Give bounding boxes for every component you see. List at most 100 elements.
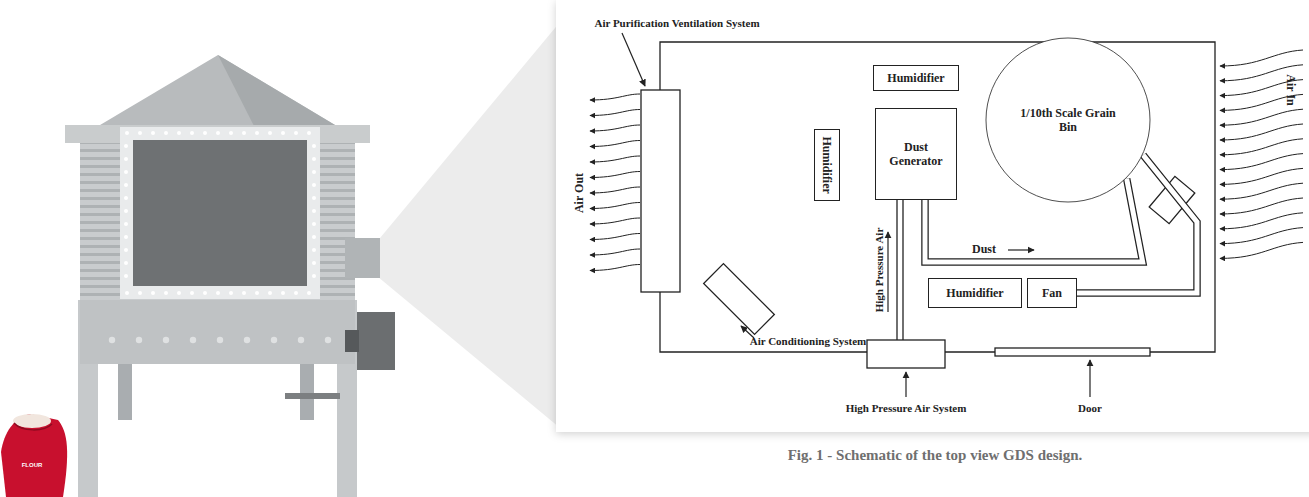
window-frame	[120, 127, 320, 299]
bag-fold	[14, 423, 52, 430]
dot	[124, 209, 128, 213]
dot	[312, 183, 316, 187]
side-box	[345, 238, 380, 278]
dot	[109, 337, 115, 343]
dust-generator-box: Dust Generator	[875, 108, 957, 200]
air-arrow	[1220, 50, 1303, 66]
dot	[312, 196, 316, 200]
dot	[255, 131, 259, 135]
circle	[986, 38, 1150, 202]
motor	[357, 312, 395, 370]
dot	[312, 261, 316, 265]
humidifier-box: Humidifier	[814, 129, 840, 201]
roof	[95, 55, 340, 128]
leader-arrow	[905, 372, 906, 397]
fan-box: Fan	[1027, 278, 1077, 308]
node-text: Humidifier	[820, 136, 834, 193]
base-dots	[109, 337, 331, 343]
dot	[255, 291, 259, 295]
dot	[190, 337, 196, 343]
dot	[229, 131, 233, 135]
dot	[190, 291, 194, 295]
dot	[312, 248, 316, 252]
pipe	[896, 200, 897, 340]
dot	[138, 291, 142, 295]
air-arrow	[590, 141, 640, 147]
dot	[229, 291, 233, 295]
node-text: Fan	[1042, 286, 1062, 300]
air-arrow	[590, 187, 640, 193]
leg	[300, 362, 314, 420]
dot	[124, 170, 128, 174]
air-arrow	[1220, 213, 1303, 229]
dot	[244, 337, 250, 343]
flow-label: Air Out	[572, 173, 586, 213]
dot	[125, 131, 129, 135]
leg	[118, 362, 132, 420]
air-arrow	[1220, 242, 1303, 258]
dot	[164, 291, 168, 295]
dot	[242, 131, 246, 135]
callout-label: Air Conditioning System	[750, 335, 867, 348]
air-arrow	[590, 94, 640, 100]
dot	[203, 291, 207, 295]
dot	[298, 337, 304, 343]
air-arrow	[590, 203, 640, 209]
flow-arrow	[1008, 249, 1034, 250]
panel	[556, 0, 1309, 432]
grain-bin-illustration	[65, 55, 395, 497]
grain-bin-circle: 1/10th Scale Grain Bin	[985, 37, 1151, 203]
dot	[294, 291, 298, 295]
dot	[124, 196, 128, 200]
humidifier-box: Humidifier	[928, 278, 1022, 308]
air-in-arrows	[1220, 50, 1303, 258]
roof-shade	[218, 55, 340, 128]
leader-arrow	[622, 33, 645, 86]
flow-label: High Pressure Air	[873, 228, 886, 313]
figure-caption: Fig. 1 - Schematic of the top view GDS d…	[788, 446, 1083, 464]
base-band	[80, 300, 355, 364]
dot	[312, 222, 316, 226]
dot	[281, 131, 285, 135]
dot	[190, 131, 194, 135]
dot	[124, 274, 128, 278]
air-conditioning-box	[704, 264, 775, 335]
dot	[268, 131, 272, 135]
dot	[307, 291, 311, 295]
dot	[268, 291, 272, 295]
dot	[271, 337, 277, 343]
flour-bag	[1, 414, 67, 497]
dot	[203, 131, 207, 135]
pipe	[902, 200, 903, 340]
dot	[325, 337, 331, 343]
dot	[177, 291, 181, 295]
bag	[1, 414, 67, 497]
dot	[124, 261, 128, 265]
dot	[125, 291, 129, 295]
purification-box	[641, 90, 680, 292]
air-out-arrows	[590, 94, 640, 271]
callout-label: High Pressure Air System	[846, 402, 967, 415]
dot	[136, 337, 142, 343]
dot	[217, 337, 223, 343]
dot	[216, 131, 220, 135]
node-text: Humidifier	[887, 71, 944, 85]
air-arrow	[590, 234, 640, 240]
air-arrow	[1220, 168, 1303, 184]
air-arrow	[590, 125, 640, 131]
leader-arrow	[1089, 360, 1090, 397]
dot	[312, 170, 316, 174]
flow-label: Air In	[1284, 74, 1298, 105]
callout-label: Door	[1078, 402, 1102, 415]
dot	[312, 209, 316, 213]
dot	[312, 144, 316, 148]
dot	[124, 248, 128, 252]
air-arrow	[590, 218, 640, 224]
high-pressure-air-box	[867, 340, 945, 368]
air-arrow	[590, 172, 640, 178]
dot	[124, 222, 128, 226]
air-arrow	[1220, 109, 1303, 125]
air-arrow	[1220, 198, 1303, 214]
bar	[285, 393, 340, 399]
air-arrow	[1220, 228, 1303, 244]
